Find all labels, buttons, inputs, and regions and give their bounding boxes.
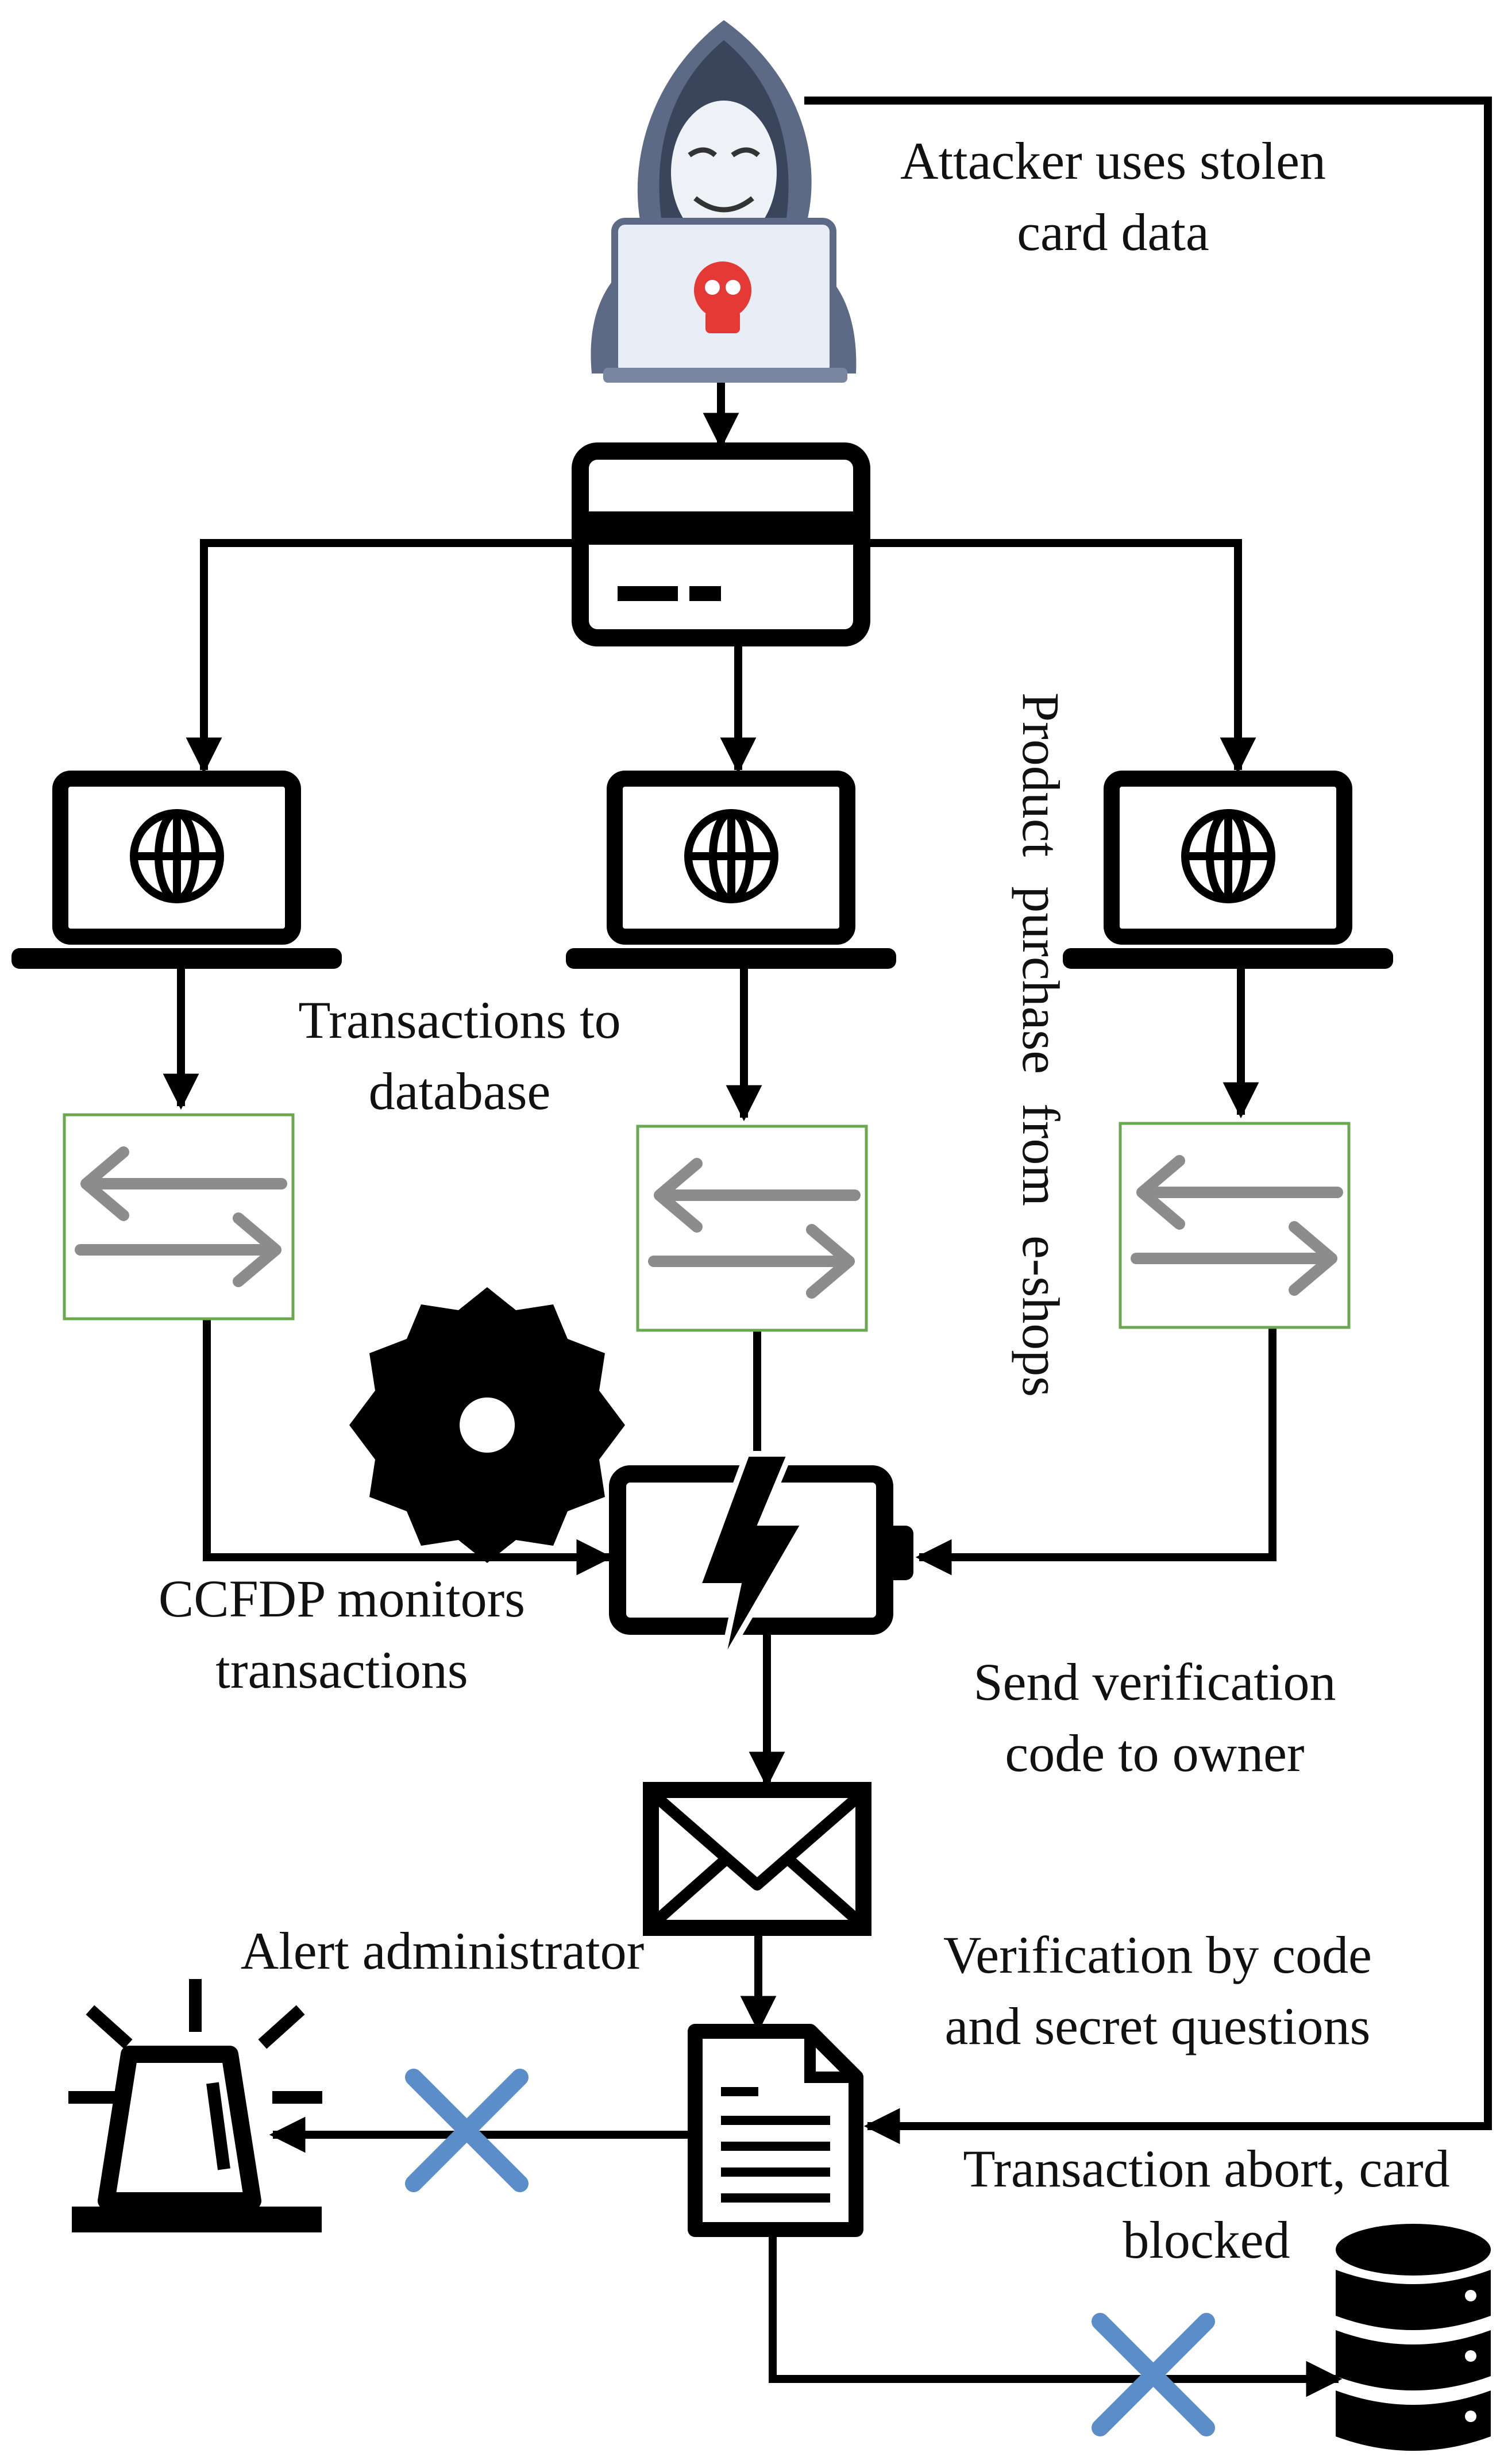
attacker-label-line1: Attacker uses stolen bbox=[900, 132, 1326, 190]
transactions-label-line1: Transactions to bbox=[298, 991, 621, 1049]
transfer-arrows-icon-left bbox=[63, 1113, 295, 1320]
envelope-icon bbox=[643, 1782, 871, 1936]
send-code-label-line1: Send verification bbox=[973, 1653, 1336, 1711]
alarm-siren-icon bbox=[68, 1979, 322, 2232]
gear-icon bbox=[349, 1287, 625, 1563]
monitor-label-line1: CCFDP monitors bbox=[158, 1569, 526, 1628]
arrow-card-to-laptop-left bbox=[186, 539, 580, 774]
x-cross-icon-database bbox=[1092, 2313, 1215, 2436]
abort-label-line2: blocked bbox=[1123, 2211, 1290, 2269]
arrow-transfer-left-to-battery bbox=[203, 1316, 613, 1576]
alert-label-line1: Alert administrator bbox=[240, 1922, 645, 1980]
send-code-label-line2: code to owner bbox=[1005, 1724, 1305, 1782]
verify-label-line1: Verification by code bbox=[943, 1926, 1372, 1984]
x-cross-icon-alarm bbox=[405, 2069, 529, 2192]
transactions-label-line2: database bbox=[368, 1062, 551, 1121]
attacker-label: Attacker uses stolen card data bbox=[879, 125, 1347, 268]
verify-label-line2: and secret questions bbox=[944, 1997, 1371, 2055]
transactions-label: Transactions to database bbox=[276, 984, 643, 1127]
abort-label: Transaction abort, card blocked bbox=[931, 2133, 1482, 2276]
battery-lightning-icon bbox=[609, 1451, 913, 1668]
hooded-hacker-with-laptop-icon bbox=[591, 20, 857, 383]
verify-label: Verification by code and secret question… bbox=[913, 1919, 1402, 2062]
arrow-transfer-right-to-battery bbox=[915, 1322, 1277, 1576]
alert-label: Alert administrator bbox=[218, 1915, 666, 1986]
database-icon bbox=[1336, 2224, 1491, 2451]
monitor-label: CCFDP monitors transactions bbox=[135, 1563, 549, 1705]
transfer-arrows-icon-right bbox=[1119, 1122, 1351, 1329]
skull-icon bbox=[694, 261, 751, 333]
monitor-label-line2: transactions bbox=[215, 1641, 468, 1699]
arrow-card-to-laptop-right bbox=[862, 539, 1256, 774]
arrow-attacker-loop-to-document bbox=[804, 97, 1492, 2145]
purchase-label: Product purchase from e-shops bbox=[1012, 692, 1070, 1397]
attacker-label-line2: card data bbox=[1017, 203, 1209, 261]
abort-label-line1: Transaction abort, card bbox=[963, 2139, 1450, 2198]
send-code-label: Send verification code to owner bbox=[942, 1646, 1367, 1789]
laptop-with-globe-icon-mid bbox=[566, 771, 896, 969]
credit-card-icon bbox=[572, 442, 870, 646]
laptop-with-globe-icon-right bbox=[1063, 771, 1393, 969]
laptop-with-globe-icon-left bbox=[11, 771, 342, 969]
document-icon bbox=[688, 2024, 863, 2237]
transfer-arrows-icon-mid bbox=[636, 1125, 868, 1332]
